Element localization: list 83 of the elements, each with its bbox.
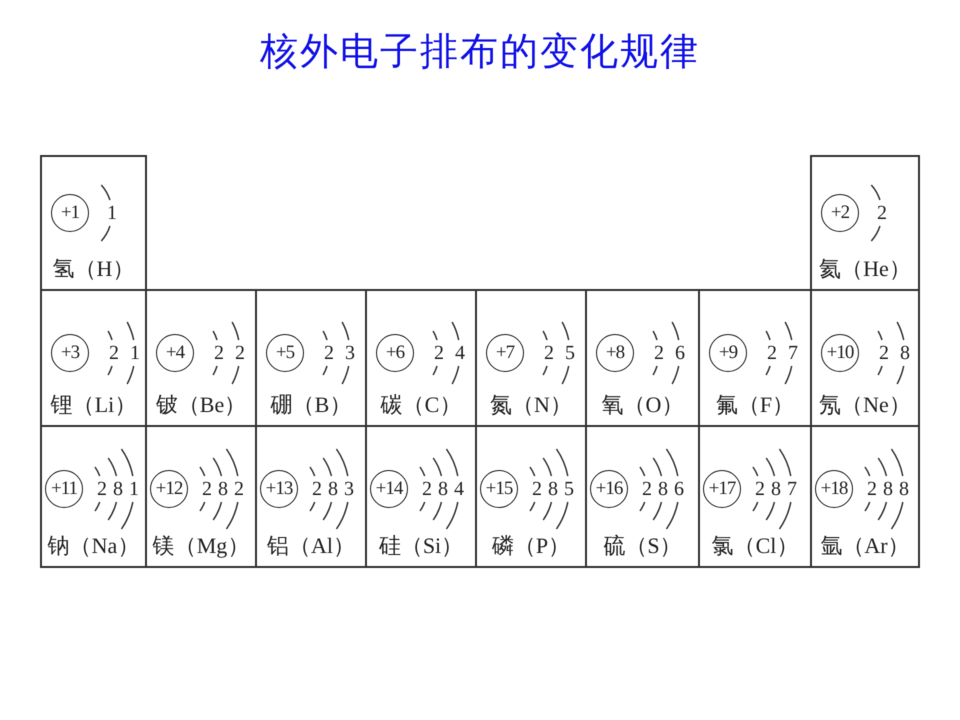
element-name: 氯（Cl） (710, 532, 800, 560)
electron-count: 4 (454, 342, 466, 364)
element-name: 氧（O） (600, 391, 684, 419)
electron-count: 6 (674, 342, 686, 364)
electron-count: 2 (421, 478, 433, 500)
electron-count: 3 (344, 342, 356, 364)
nucleus-circle: +8 (596, 334, 634, 372)
element-name: 氮（N） (489, 391, 573, 419)
element-name: 铍（Be） (154, 391, 248, 419)
nucleus-circle: +5 (266, 334, 304, 372)
nucleus-circle: +14 (370, 470, 408, 508)
electron-count: 2 (653, 342, 665, 364)
nucleus-circle: +3 (51, 334, 89, 372)
electron-count: 6 (673, 478, 685, 500)
electron-count: 1 (129, 342, 141, 364)
electron-count: 8 (770, 478, 782, 500)
element-name: 氩（Ar） (819, 532, 911, 560)
electron-count: 8 (437, 478, 449, 500)
element-name: 硅（Si） (378, 532, 464, 560)
element-cell (810, 425, 920, 568)
electron-count: 8 (899, 342, 911, 364)
element-name: 铝（Al） (266, 532, 356, 560)
element-name: 硼（B） (270, 391, 352, 419)
electron-count: 2 (766, 342, 778, 364)
element-name: 镁（Mg） (152, 532, 250, 560)
nucleus-circle: +9 (709, 334, 747, 372)
electron-count: 2 (754, 478, 766, 500)
nucleus-circle: +4 (156, 334, 194, 372)
electron-count: 8 (657, 478, 669, 500)
element-cell (810, 155, 920, 291)
element-name: 磷（P） (490, 532, 572, 560)
electron-count: 2 (433, 342, 445, 364)
electron-count: 8 (898, 478, 910, 500)
element-name: 氢（H） (52, 255, 136, 283)
electron-count: 4 (453, 478, 465, 500)
element-cell (40, 155, 147, 291)
electron-count: 7 (787, 342, 799, 364)
electron-count: 5 (564, 342, 576, 364)
electron-count: 2 (233, 478, 245, 500)
electron-count: 3 (343, 478, 355, 500)
element-name: 碳（C） (380, 391, 462, 419)
nucleus-circle: +1 (51, 194, 89, 232)
electron-count: 8 (217, 478, 229, 500)
element-name: 钠（Na） (46, 532, 140, 560)
electron-count: 2 (876, 202, 888, 224)
electron-count: 2 (108, 342, 120, 364)
element-name: 氦（He） (818, 255, 912, 283)
electron-count: 5 (563, 478, 575, 500)
nucleus-circle: +6 (376, 334, 414, 372)
electron-count: 2 (311, 478, 323, 500)
electron-count: 7 (786, 478, 798, 500)
electron-count: 2 (234, 342, 246, 364)
element-name: 氟（F） (714, 391, 796, 419)
nucleus-circle: +11 (45, 470, 83, 508)
electron-count: 1 (106, 202, 118, 224)
nucleus-circle: +13 (260, 470, 298, 508)
electron-count: 1 (128, 478, 140, 500)
element-name: 硫（S） (602, 532, 683, 560)
electron-count: 2 (96, 478, 108, 500)
title: 核外电子排布的变化规律 (259, 30, 701, 75)
electron-count: 2 (201, 478, 213, 500)
element-name: 锂（Li） (50, 391, 138, 419)
nucleus-circle: +7 (486, 334, 524, 372)
electron-count: 2 (543, 342, 555, 364)
electron-count: 2 (641, 478, 653, 500)
electron-count: 8 (327, 478, 339, 500)
electron-count: 2 (866, 478, 878, 500)
nucleus-circle: +15 (480, 470, 518, 508)
element-name: 氖（Ne） (818, 391, 912, 419)
nucleus-circle: +10 (821, 334, 859, 372)
electron-count: 8 (112, 478, 124, 500)
nucleus-circle: +18 (815, 470, 853, 508)
element-cell (40, 425, 147, 568)
electron-count: 2 (213, 342, 225, 364)
electron-count: 2 (323, 342, 335, 364)
electron-count: 2 (878, 342, 890, 364)
electron-count: 8 (882, 478, 894, 500)
electron-count: 8 (547, 478, 559, 500)
nucleus-circle: +2 (821, 194, 859, 232)
electron-count: 2 (531, 478, 543, 500)
nucleus-circle: +16 (590, 470, 628, 508)
nucleus-circle: +12 (150, 470, 188, 508)
nucleus-circle: +17 (703, 470, 741, 508)
